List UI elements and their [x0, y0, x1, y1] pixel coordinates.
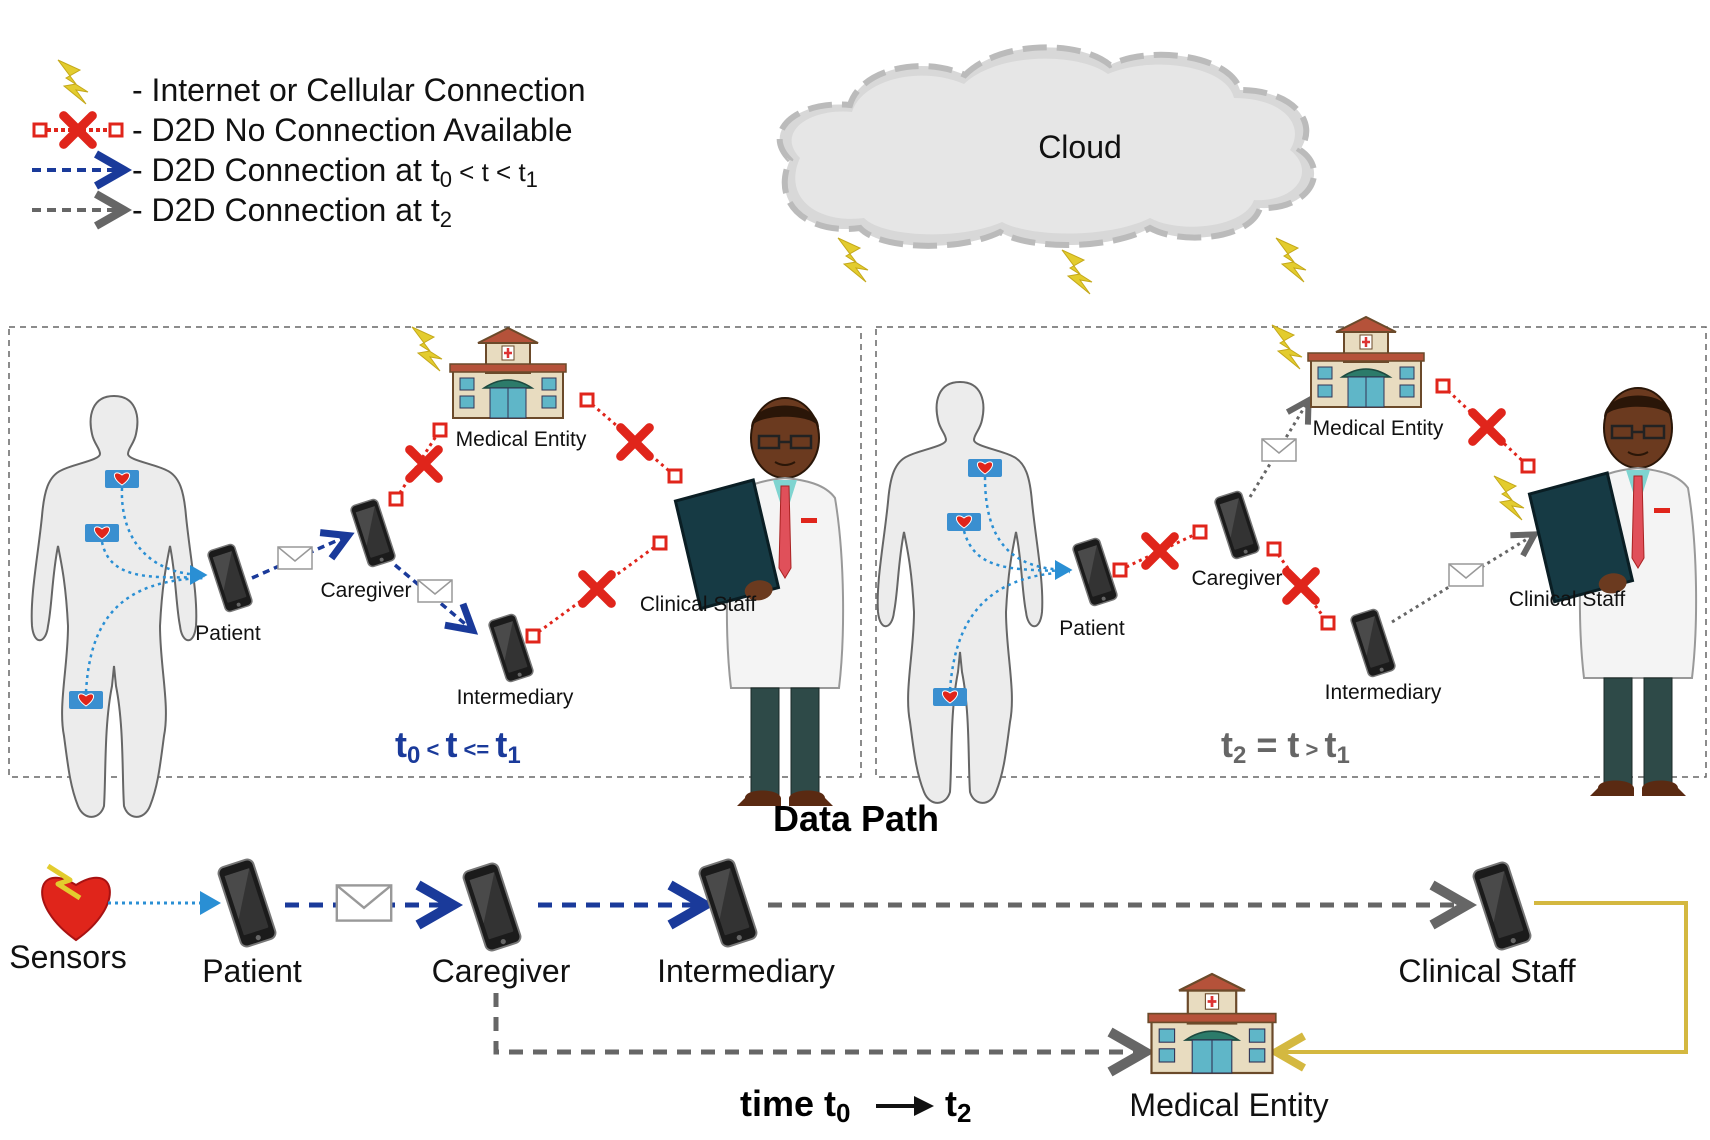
time-axis-end-label: t2: [945, 1083, 971, 1128]
legend: - Internet or Cellular Connection - D2D …: [32, 59, 586, 232]
panel-left-time-label: t0 < t <= t1: [395, 724, 521, 769]
gray-connection-arrow: [493, 993, 1140, 1052]
caregiver-label: Caregiver: [432, 953, 571, 989]
patient-phone-icon: [1071, 536, 1119, 608]
patient-label: Patient: [195, 622, 261, 645]
no-connection-link: [388, 422, 448, 507]
caregiver-phone-icon: [1213, 489, 1261, 561]
heart-sensor-icon: [946, 512, 982, 532]
heart-sensor-icon: [104, 469, 140, 489]
clinical-staff-phone-icon: [1470, 859, 1534, 953]
data-path-title: Data Path: [773, 798, 939, 839]
no-connection-link: [1435, 378, 1536, 474]
gray-connection-arrow: [1248, 403, 1307, 498]
hospital-icon: [1306, 315, 1426, 409]
intermediary-label: Intermediary: [1325, 681, 1442, 704]
no-connection-link: [1266, 541, 1336, 631]
cloud-lightning-icon-3: [1275, 237, 1307, 283]
intermediary-label: Intermediary: [657, 953, 835, 989]
clinical-staff-label: Clinical Staff: [1398, 953, 1575, 989]
patient-body: [30, 395, 198, 818]
no-connection-icon: [32, 116, 124, 145]
caregiver-phone-icon: [349, 497, 397, 569]
legend-connection-t01-label: - D2D Connection at t0 < t < t1: [132, 152, 538, 192]
caregiver-label: Caregiver: [1191, 567, 1282, 590]
sensor-link: [120, 487, 208, 585]
sensor-link: [983, 476, 1073, 580]
legend-no-connection-label: - D2D No Connection Available: [132, 112, 573, 148]
intermediary-phone-icon: [487, 612, 535, 684]
caregiver-label: Caregiver: [320, 579, 411, 602]
medical-entity-label: Medical Entity: [1129, 1087, 1328, 1123]
envelope-icon: [277, 546, 313, 570]
legend-internet-label: - Internet or Cellular Connection: [132, 72, 586, 108]
lightning-icon: [1271, 324, 1303, 370]
clinical-staff-label: Clinical Staff: [640, 593, 756, 616]
patient-body: [876, 381, 1044, 804]
panel-right: Patient Caregiver Intermediary Medical E…: [875, 315, 1707, 804]
patient-label: Patient: [1059, 617, 1125, 640]
hospital-icon: [448, 326, 568, 420]
no-connection-link: [1112, 524, 1208, 578]
caregiver-phone-icon: [460, 860, 524, 954]
heart-sensor-icon: [42, 866, 110, 940]
panel-left-border: [8, 326, 862, 778]
no-connection-link: [579, 392, 683, 484]
sensors-label: Sensors: [9, 939, 126, 975]
clinical-staff-label: Clinical Staff: [1509, 588, 1625, 611]
panel-right-time-label: t2 = t > t1: [1221, 724, 1350, 769]
heart-sensor-icon: [967, 458, 1003, 478]
intermediary-phone-icon: [696, 856, 760, 950]
cloud-lightning-icon-1: [837, 237, 869, 283]
cloud-lightning-icon-2: [1061, 249, 1093, 295]
envelope-icon: [335, 884, 393, 922]
hospital-icon: [1146, 972, 1278, 1075]
intermediary-label: Intermediary: [457, 686, 574, 709]
data-path: Data Path Sensors Patient Caregiver Inte…: [9, 798, 1688, 1128]
sensor-link: [100, 541, 206, 579]
intermediary-phone-icon: [1349, 607, 1397, 679]
lightning-icon: [57, 59, 89, 105]
gold-connection-arrow: [1280, 901, 1688, 1052]
heart-sensor-icon: [932, 687, 968, 707]
cloud: Cloud: [776, 44, 1318, 295]
lightning-icon: [1493, 475, 1525, 521]
lightning-icon: [411, 326, 443, 372]
time-axis-label: time t0: [740, 1083, 850, 1128]
envelope-icon: [1261, 438, 1297, 462]
panel-right-border: [875, 326, 1707, 778]
envelope-icon: [1448, 563, 1484, 587]
patient-label: Patient: [202, 953, 302, 989]
patient-phone-icon: [206, 542, 254, 614]
cloud-label: Cloud: [1038, 129, 1122, 165]
envelope-icon: [417, 579, 453, 603]
medical-entity-label: Medical Entity: [456, 428, 587, 451]
time-arrow-head: [914, 1096, 934, 1116]
no-connection-link: [525, 535, 668, 644]
panel-left: Patient Caregiver Intermediary Med: [8, 326, 862, 818]
heart-sensor-icon: [84, 523, 120, 543]
patient-phone-icon: [215, 856, 279, 950]
medical-entity-label: Medical Entity: [1313, 417, 1444, 440]
heart-sensor-icon: [68, 690, 104, 710]
legend-connection-t2-label: - D2D Connection at t2: [132, 192, 452, 232]
sensor-link: [962, 530, 1071, 573]
